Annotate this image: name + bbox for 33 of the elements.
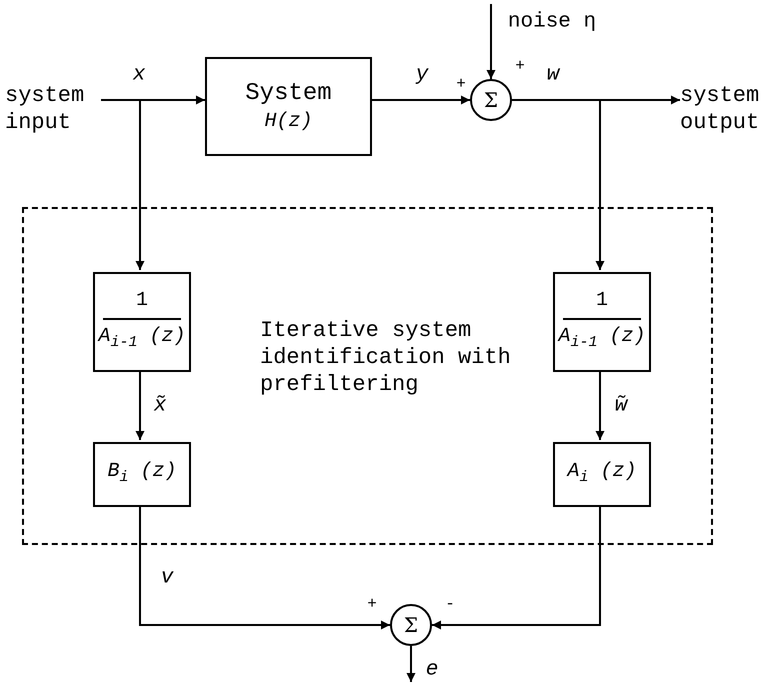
arrow	[139, 505, 390, 630]
transfer-function: A$_{i-1}$ (z)	[98, 324, 186, 353]
sign-label: +	[456, 75, 466, 93]
transfer-function: A$_{i-1}$ (z)	[558, 324, 646, 353]
sign-label: +	[515, 57, 525, 75]
arrow	[432, 505, 601, 630]
summing-junction: Σ	[470, 79, 512, 121]
numerator: 1	[136, 288, 148, 314]
arrow	[101, 99, 144, 270]
system-block	[93, 442, 191, 507]
transfer-function: B$_{i}$ (z)	[107, 458, 177, 488]
filter-block	[553, 272, 651, 372]
transfer-function: H(z)	[264, 108, 312, 134]
sign-label: +	[367, 595, 377, 613]
block-title: System	[245, 78, 332, 108]
system-block	[553, 442, 651, 507]
signal-label: system input	[5, 82, 101, 138]
region-caption: Iterative system identification with prefiltering	[260, 317, 512, 398]
system-block	[205, 57, 372, 156]
edge-label: noise η	[506, 10, 598, 34]
numerator: 1	[596, 288, 608, 314]
arrow	[486, 4, 496, 79]
filter-block	[93, 272, 191, 372]
arrow	[596, 370, 604, 440]
sign-label: -	[445, 595, 455, 613]
summing-junction: Σ	[390, 604, 432, 646]
arrow	[136, 370, 144, 440]
transfer-function: A$_{i}$ (z)	[567, 458, 637, 488]
arrow	[512, 99, 604, 270]
arrow	[406, 646, 416, 682]
arrow	[372, 96, 470, 104]
signal-label: system output	[680, 82, 783, 138]
dashed-region	[22, 207, 713, 545]
